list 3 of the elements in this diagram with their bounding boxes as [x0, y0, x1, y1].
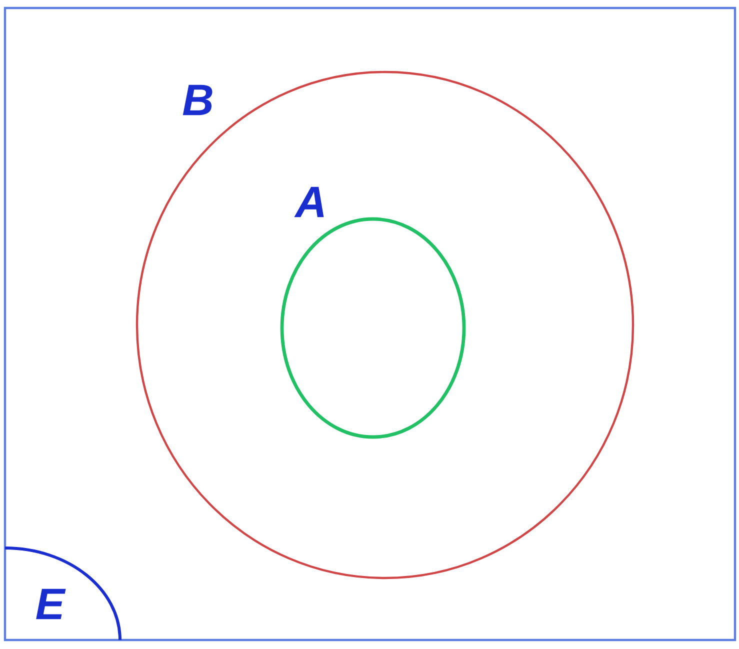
set-label: A — [294, 186, 324, 218]
set-label: E — [36, 588, 66, 620]
set-label: B — [182, 84, 212, 116]
